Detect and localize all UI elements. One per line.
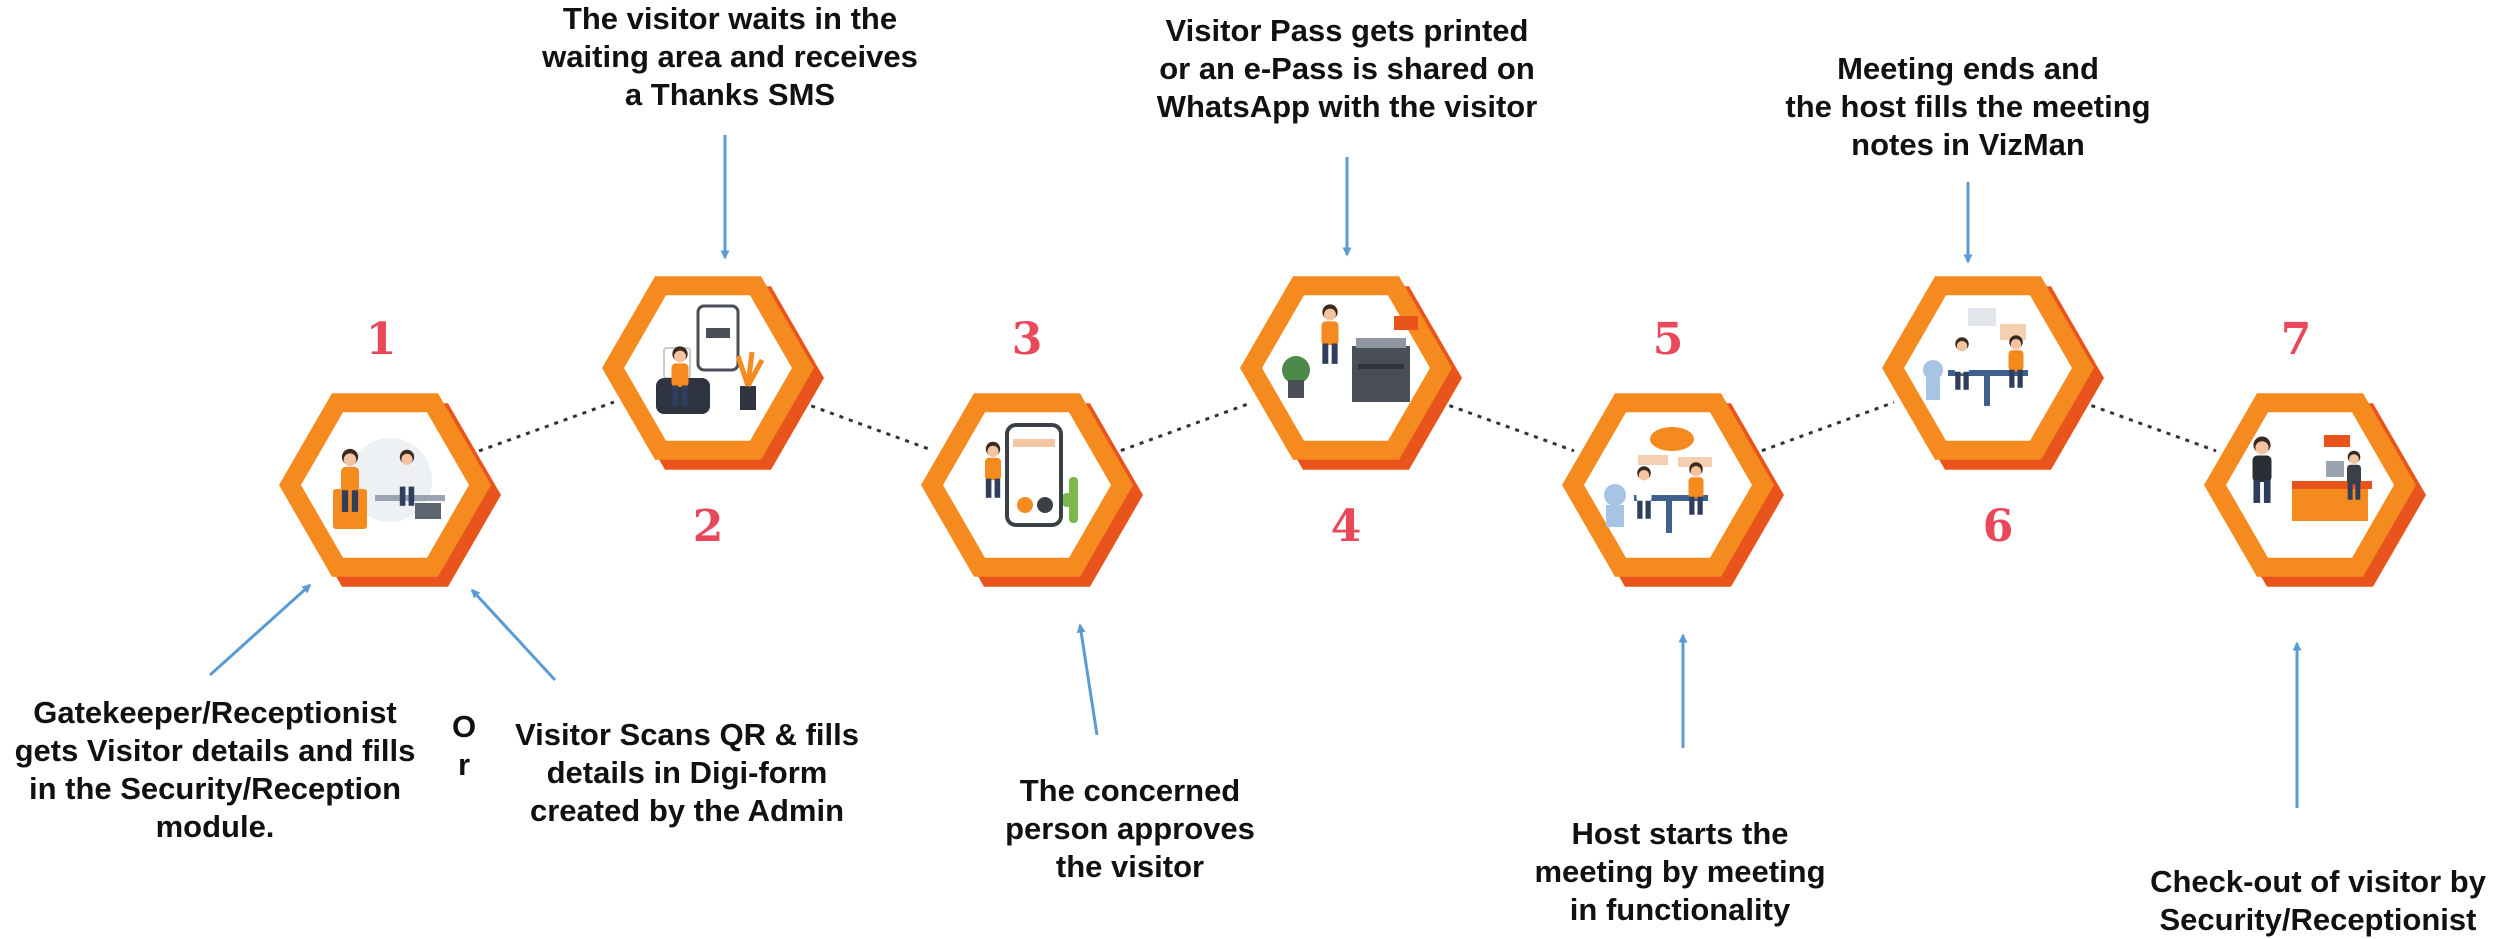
checkout-desk-icon bbox=[2252, 435, 2372, 521]
caption-line: waiting area and receives bbox=[542, 39, 918, 74]
connector-dotted-line bbox=[1439, 400, 1575, 453]
caption-line: Visitor Scans QR & fills bbox=[515, 717, 859, 752]
caption-line: Host starts the bbox=[1571, 816, 1789, 851]
connector-dotted-line bbox=[478, 400, 615, 453]
step-4-hexagon bbox=[1240, 276, 1462, 470]
caption-line: a Thanks SMS bbox=[624, 77, 836, 112]
step-5-hexagon bbox=[1562, 393, 1784, 587]
caption-line: the host fills the meeting bbox=[1785, 89, 2151, 124]
caption-line: meeting by meeting bbox=[1534, 854, 1826, 889]
step-7-hexagon bbox=[2204, 393, 2426, 587]
step-7-number: 7 bbox=[2280, 314, 2312, 365]
caption-line: gets Visitor details and fills bbox=[14, 733, 416, 768]
step-1-number: 1 bbox=[365, 314, 397, 365]
step-3-hexagon bbox=[921, 393, 1143, 587]
step-4-number: 4 bbox=[1330, 501, 1362, 552]
connector-dotted-line bbox=[1761, 400, 1895, 453]
caption-line: The visitor waits in the bbox=[562, 1, 898, 36]
step-1-hexagon bbox=[279, 393, 501, 587]
meeting-start-icon bbox=[1604, 427, 1712, 533]
caption-line: details in Digi-form bbox=[546, 755, 828, 790]
caption-line: in functionality bbox=[1569, 892, 1791, 927]
caption-line: the visitor bbox=[1055, 849, 1205, 884]
step-5-number: 5 bbox=[1652, 314, 1684, 365]
waiting-area-icon bbox=[656, 304, 765, 414]
arrow-step-1-gatekeeper bbox=[208, 583, 312, 677]
meeting-notes-icon bbox=[1923, 308, 2028, 406]
phone-approval-icon bbox=[985, 423, 1078, 527]
step-2-hexagon bbox=[602, 276, 824, 470]
caption-line: created by the Admin bbox=[529, 793, 845, 828]
or-letter: O bbox=[452, 709, 477, 744]
caption-line: WhatsApp with the visitor bbox=[1156, 89, 1538, 124]
caption-line: Gatekeeper/Receptionist bbox=[33, 695, 397, 730]
caption-line: person approves bbox=[1005, 811, 1255, 846]
connector-dotted-line bbox=[2081, 400, 2217, 453]
step-3-number: 3 bbox=[1011, 314, 1043, 365]
step-2-number: 2 bbox=[692, 501, 724, 552]
caption-line: module. bbox=[155, 809, 275, 844]
arrow-step-1-qr-scan bbox=[470, 588, 557, 682]
arrow-step-3 bbox=[1076, 623, 1099, 736]
caption-line: notes in VizMan bbox=[1851, 127, 2085, 162]
step-6-hexagon bbox=[1882, 276, 2104, 470]
or-letter: r bbox=[457, 747, 471, 782]
caption-line: Visitor Pass gets printed bbox=[1165, 13, 1529, 48]
caption-line: Security/Receptionist bbox=[2159, 902, 2477, 937]
reception-desk-icon bbox=[333, 438, 445, 529]
connector-dotted-line bbox=[1120, 401, 1253, 452]
step-6-number: 6 bbox=[1982, 501, 2014, 552]
connector-dotted-line bbox=[801, 401, 934, 452]
caption-line: in the Security/Reception bbox=[28, 771, 402, 806]
caption-line: The concerned bbox=[1019, 773, 1241, 808]
caption-line: Check-out of visitor by bbox=[2150, 864, 2486, 899]
caption-line: or an e-Pass is shared on bbox=[1159, 51, 1535, 86]
caption-line: Meeting ends and bbox=[1837, 51, 2099, 86]
printer-pass-icon bbox=[1282, 304, 1418, 402]
